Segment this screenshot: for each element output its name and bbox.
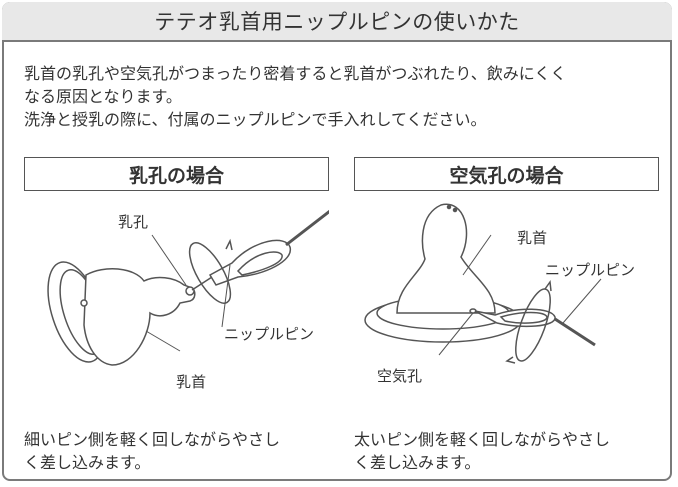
nipple-pin <box>191 209 329 291</box>
caption-right-line-2: く差し込みます。 <box>354 453 481 472</box>
page-title: テテオ乳首用ニップルピンの使いかた <box>154 10 520 34</box>
heading-nipple-hole: 乳孔の場合 <box>24 157 329 191</box>
leader-lines <box>438 234 602 356</box>
label-air-hole: 空気孔 <box>377 367 422 385</box>
label-nipple-right: 乳首 <box>517 229 547 247</box>
air-hole-illustration: 乳首 ニップルピン 空気孔 <box>364 203 635 385</box>
nipple-pin <box>474 308 596 347</box>
rotate-arrow <box>505 279 552 364</box>
intro-line-2: なる原因となります。 <box>24 87 182 106</box>
label-nipple-pin-left: ニップルピン <box>224 325 314 343</box>
title-bar: テテオ乳首用ニップルピンの使いかた <box>2 2 672 42</box>
nipple-hole-illustration: 乳孔 ニップルピン 乳首 <box>47 209 329 391</box>
label-nipple-hole: 乳孔 <box>118 213 148 231</box>
caption-right: 太いピン側を軽く回しながらやさし く差し込みます。 <box>354 428 666 474</box>
air-hole-dot <box>80 299 88 307</box>
nipple-tip <box>185 286 195 296</box>
caption-left-line-1: 細いピン側を軽く回しながらやさし <box>24 430 281 449</box>
caption-right-line-1: 太いピン側を軽く回しながらやさし <box>354 430 611 449</box>
heading-air-hole: 空気孔の場合 <box>354 157 659 191</box>
intro-line-1: 乳首の乳孔や空気孔がつまったり密着すると乳首がつぶれたり、飲みにくく <box>24 64 567 83</box>
leader-lines <box>145 234 231 352</box>
nipple-body <box>396 203 496 314</box>
caption-left: 細いピン側を軽く回しながらやさし く差し込みます。 <box>24 428 336 474</box>
intro-text: 乳首の乳孔や空気孔がつまったり密着すると乳首がつぶれたり、飲みにくく なる原因と… <box>24 62 660 131</box>
rotate-arrow <box>188 238 233 304</box>
label-nipple-left: 乳首 <box>176 373 206 391</box>
nipple-body <box>83 268 196 366</box>
intro-line-3: 洗浄と授乳の際に、付属のニップルピンで手入れしてください。 <box>24 110 487 129</box>
caption-left-line-2: く差し込みます。 <box>24 453 151 472</box>
label-nipple-pin-right: ニップルピン <box>545 261 635 279</box>
